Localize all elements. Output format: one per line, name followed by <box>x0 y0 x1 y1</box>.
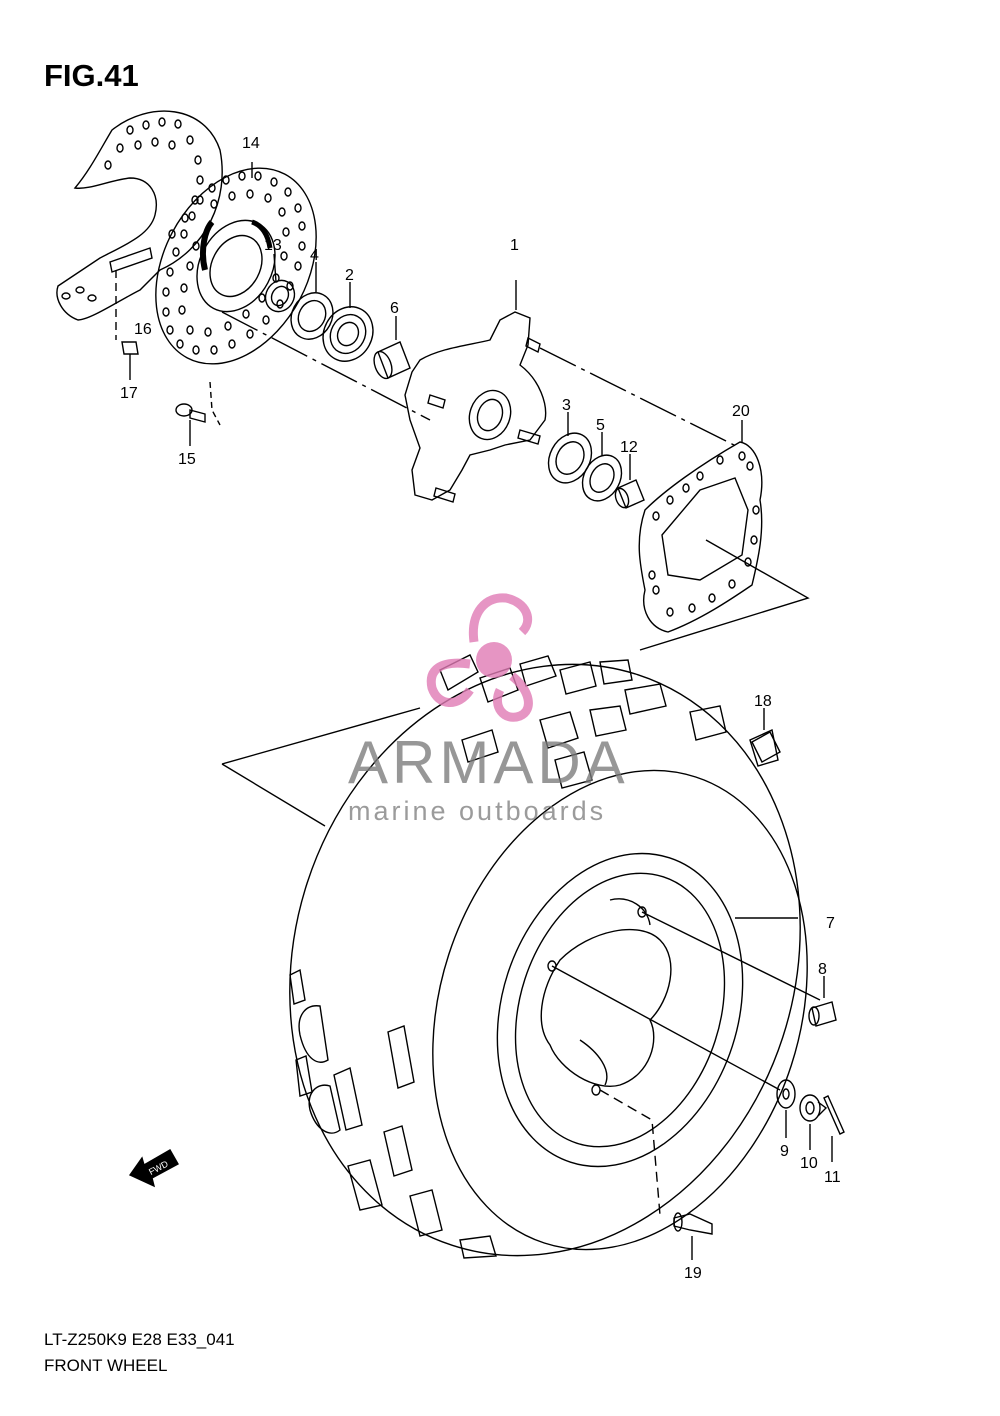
brake-disc-guard <box>56 110 223 340</box>
spacer-13 <box>264 253 296 313</box>
callout-3: 3 <box>562 397 571 414</box>
callout-1: 1 <box>510 237 519 254</box>
front-tire-and-rim <box>289 654 808 1259</box>
tire-valve-18 <box>751 708 781 763</box>
assembly-axis-lines <box>221 311 810 827</box>
callout-9: 9 <box>780 1143 789 1160</box>
oil-seal-5 <box>581 432 623 502</box>
callout-6: 6 <box>390 300 399 317</box>
bearing-2 <box>322 282 374 362</box>
disc-vent-holes <box>162 171 306 355</box>
hub-cover-plate <box>638 420 763 633</box>
valve-stem-19 <box>599 1089 713 1260</box>
callout-8: 8 <box>818 961 827 978</box>
part-callouts: 1 2 3 4 5 6 7 8 9 10 11 12 13 14 15 16 1… <box>120 135 841 1282</box>
oil-seal-4 <box>290 262 334 340</box>
brake-disc <box>155 167 317 365</box>
watermark-tagline: marine outboards <box>348 796 607 826</box>
bolt-17 <box>121 341 139 380</box>
leader-line-8 <box>641 911 821 1001</box>
leader-line-9 <box>551 965 781 1091</box>
model-code: LT-Z250K9 E28 E33_041 <box>44 1330 235 1349</box>
bearing-3 <box>547 412 593 484</box>
tire-tread-blocks <box>289 654 779 1259</box>
forward-direction-arrow: FWD <box>128 1149 179 1188</box>
callout-14: 14 <box>242 135 260 152</box>
callout-7: 7 <box>826 915 835 932</box>
callout-20: 20 <box>732 403 750 420</box>
callout-10: 10 <box>800 1155 818 1172</box>
castle-nut-10 <box>799 1094 828 1150</box>
watermark-brand: ARMADA <box>348 729 629 796</box>
callout-13: 13 <box>264 237 282 254</box>
watermark-logo-icon <box>426 593 533 722</box>
wheel-nut-8 <box>808 976 837 1027</box>
callout-16: 16 <box>134 321 152 338</box>
bolt-15 <box>175 403 206 446</box>
callout-11: 11 <box>824 1169 841 1186</box>
callout-12: 12 <box>620 439 638 456</box>
callout-4: 4 <box>310 247 319 264</box>
callout-5: 5 <box>596 417 605 434</box>
figure-name: FRONT WHEEL <box>44 1356 168 1375</box>
wheel-hub <box>404 280 547 503</box>
washer-9 <box>776 1079 796 1138</box>
figure-title: FIG.41 <box>44 58 139 93</box>
spacer-6 <box>373 316 411 380</box>
spacer-12 <box>614 454 645 509</box>
callout-15: 15 <box>178 451 196 468</box>
callout-18: 18 <box>754 693 772 710</box>
callout-19: 19 <box>684 1265 702 1282</box>
cotter-pin-11 <box>823 1095 845 1162</box>
callout-17: 17 <box>120 385 138 402</box>
callout-2: 2 <box>345 267 354 284</box>
